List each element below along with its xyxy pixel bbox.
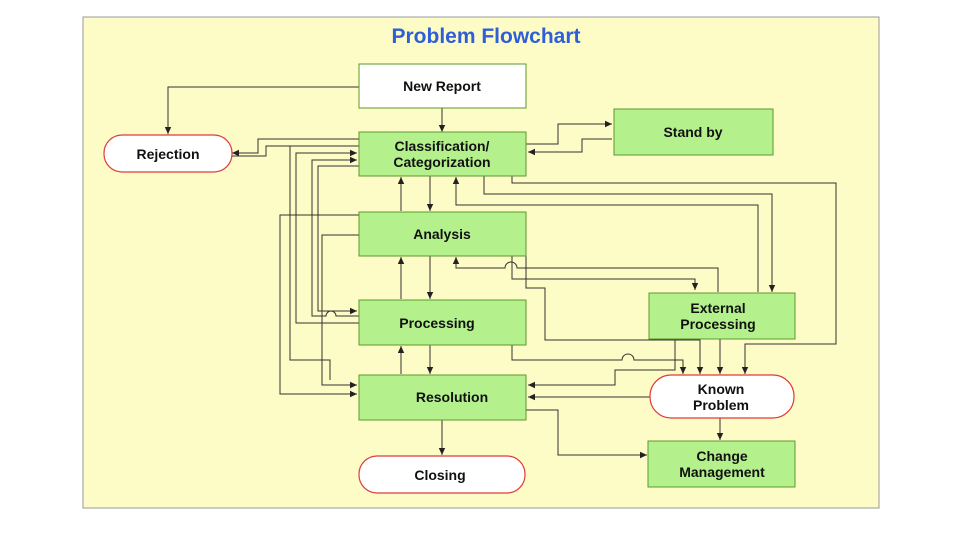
rejection-label: Rejection [136,146,199,162]
resolution-node: Resolution [358,374,527,421]
classification-label-line1: Classification/ [395,138,490,154]
change-management-node: Change Management [647,440,796,488]
classification-label-line2: Categorization [393,154,490,170]
connector-lines [164,86,837,459]
closing-label: Closing [414,467,465,483]
analysis-label: Analysis [413,226,471,242]
processing-node: Processing [358,299,527,346]
new-report-node: New Report [358,63,527,109]
stand-by-label: Stand by [663,124,722,140]
change-management-label-line2: Management [679,464,765,480]
external-processing-label-line1: External [690,300,745,316]
classification-node: Classification/ Categorization [358,131,527,177]
new-report-label: New Report [403,78,481,94]
resolution-label: Resolution [416,389,488,405]
known-problem-node: Known Problem [649,374,795,419]
closing-node: Closing [358,455,526,494]
stand-by-node: Stand by [613,108,774,156]
known-problem-label-line1: Known [698,381,745,397]
change-management-label-line1: Change [696,448,748,464]
processing-label: Processing [399,315,474,331]
rejection-node: Rejection [103,134,233,173]
external-processing-node: External Processing [648,292,796,340]
chart-title: Problem Flowchart [391,25,580,48]
external-processing-label-line2: Processing [680,316,755,332]
known-problem-label-line2: Problem [693,397,749,413]
analysis-node: Analysis [358,211,527,257]
